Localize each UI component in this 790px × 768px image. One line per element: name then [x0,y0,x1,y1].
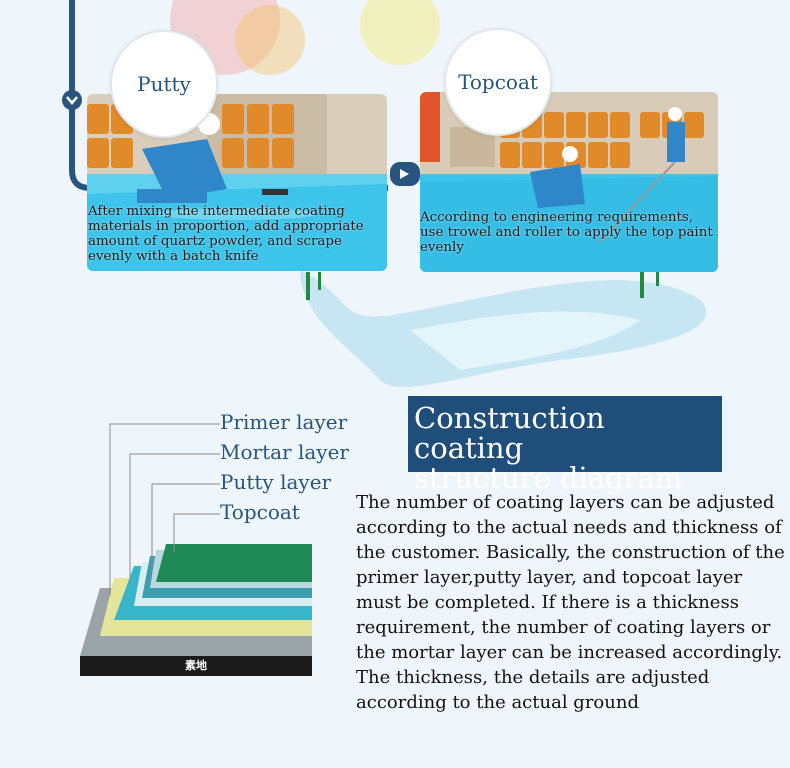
topcoat-step-caption: According to engineering requirements, u… [420,210,713,255]
description-text: The number of coating layers can be adju… [356,492,785,713]
legend-mortar-layer: Mortar layer [220,440,349,464]
chevron-right-icon [388,160,422,188]
topcoat-step-label: Topcoat [458,70,538,94]
topcoat-leader-line [173,513,220,552]
legend-putty-layer: Putty layer [220,470,332,494]
putty-step-caption: After mixing the intermediate coating ma… [88,204,364,264]
diagram-title: Construction coating structure diagram [408,396,722,493]
topcoat-step-badge: Topcoat [444,28,552,136]
putty-leader-line [151,483,220,568]
topcoat-layer-block [156,544,312,582]
coating-layer-diagram [80,423,312,656]
diagram-title-line2: structure diagram [414,461,683,495]
legend-primer-layer: Primer layer [220,410,348,434]
mortar-leader-line [129,453,220,584]
putty-step-label: Putty [137,72,191,96]
putty-step-badge: Putty [110,30,218,138]
primer-leader-line [109,423,220,596]
base-layer-label: 素地 [80,656,312,676]
legend-topcoat: Topcoat [220,500,300,524]
chevron-down-icon [62,90,82,110]
diagram-title-line1: Construction coating [414,401,605,465]
